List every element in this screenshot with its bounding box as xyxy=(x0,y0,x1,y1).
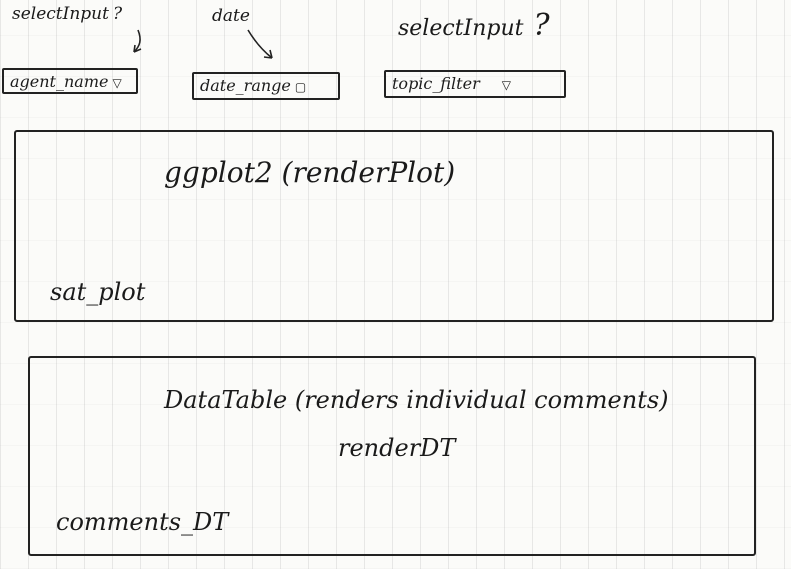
sat-plot-panel: ggplot2 (renderPlot) sat_plot xyxy=(14,130,774,322)
topic-filter-label: topic_filter xyxy=(392,74,480,93)
date-range-input[interactable]: date_range▢ xyxy=(192,72,340,100)
agent-name-select[interactable]: agent_name▽ xyxy=(2,68,138,94)
table-content-line2: renderDT xyxy=(338,434,456,462)
table-id-label: comments_DT xyxy=(56,508,229,536)
dropdown-triangle-icon: ▽ xyxy=(501,78,511,92)
dropdown-triangle-icon: ▽ xyxy=(112,76,122,90)
table-content-line1: DataTable (renders individual comments) xyxy=(164,386,669,414)
plot-content-label: ggplot2 (renderPlot) xyxy=(164,156,456,189)
agent-note-arrow xyxy=(133,29,141,53)
date-note: date xyxy=(212,6,250,26)
plot-id-label: sat_plot xyxy=(50,278,146,306)
date-range-label: date_range xyxy=(200,76,291,95)
topic-filter-select[interactable]: topic_filter ▽ xyxy=(384,70,566,98)
agent-note: selectInput? xyxy=(12,4,123,24)
comments-dt-panel: DataTable (renders individual comments) … xyxy=(28,356,756,556)
topic-note: selectInput? xyxy=(398,8,550,43)
calendar-icon: ▢ xyxy=(294,80,307,94)
date-note-arrow xyxy=(247,29,273,59)
agent-name-label: agent_name xyxy=(10,72,109,91)
